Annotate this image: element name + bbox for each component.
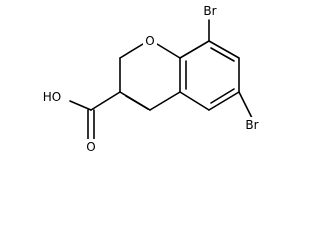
acid-hydroxyl-label: HO xyxy=(43,90,61,104)
bond-c8-c7-double xyxy=(210,47,235,62)
bond-c6-c5-double xyxy=(210,88,235,104)
bond-carboxyl-oh xyxy=(69,100,92,111)
acid-carbonyl-oxygen-label: O xyxy=(86,140,95,154)
ring-oxygen-label: O xyxy=(145,34,154,48)
bond-c4-c4a xyxy=(149,91,181,111)
bond-c8a-o1 xyxy=(156,43,181,59)
bond-c5-c4a xyxy=(179,91,210,111)
bond-c8-c7 xyxy=(208,40,240,59)
bromine-lower-label: Br xyxy=(245,118,258,132)
bond-o1-c2 xyxy=(119,43,144,59)
acid-carbonyl-oxygen-bg xyxy=(84,139,98,155)
ring-oxygen-bg xyxy=(143,33,157,49)
bromine-top-bg xyxy=(200,3,220,19)
bond-c6-br xyxy=(238,91,253,119)
acid-hydroxyl-bg xyxy=(39,89,65,105)
bromine-lower-bg xyxy=(242,117,262,133)
bond-c3-c4-double xyxy=(125,95,149,110)
chemical-structure-diagram: O Br Br HO O xyxy=(39,3,262,155)
bond-c8a-c8 xyxy=(179,40,210,59)
bromine-top-label: Br xyxy=(203,4,216,18)
bond-c6-c5 xyxy=(208,91,240,111)
bond-c3-carboxyl xyxy=(90,91,121,111)
